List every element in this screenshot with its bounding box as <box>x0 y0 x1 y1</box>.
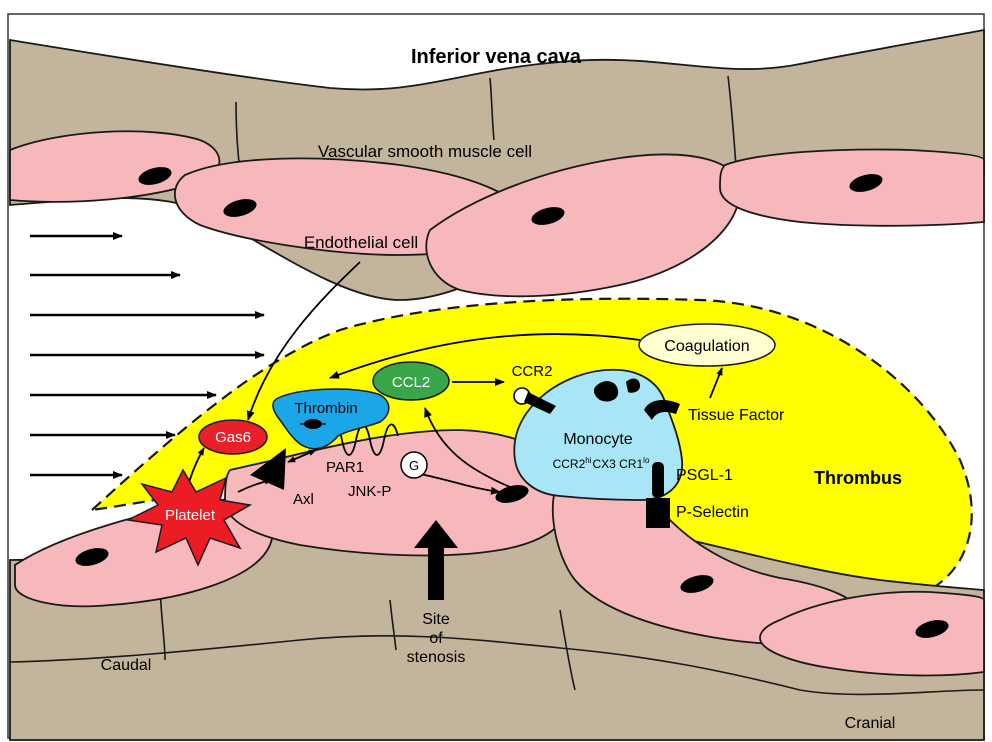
monocyte-label: Monocyte <box>563 431 632 448</box>
thrombin-label: Thrombin <box>294 400 357 417</box>
pselectin-label: P-Selectin <box>676 504 749 521</box>
endothelial-label: Endothelial cell <box>304 233 418 252</box>
tissue-factor-label: Tissue Factor <box>688 407 785 424</box>
axl-label: Axl <box>293 491 314 508</box>
vsmc-label: Vascular smooth muscle cell <box>318 142 532 161</box>
site-label-3: stenosis <box>407 649 466 666</box>
coagulation-label: Coagulation <box>664 338 749 355</box>
site-label-1: Site <box>422 611 450 628</box>
ccl2-label: CCL2 <box>392 374 430 391</box>
thrombus-label: Thrombus <box>814 468 902 488</box>
psgl1-receptor <box>652 462 664 498</box>
ccr2-label: CCR2 <box>512 363 553 380</box>
platelet-label: Platelet <box>165 507 216 524</box>
g-protein-label: G <box>409 458 419 473</box>
site-label-2: of <box>429 630 443 647</box>
caudal-label: Caudal <box>101 657 152 674</box>
par1-label: PAR1 <box>326 459 364 476</box>
jnk-label: JNK-P <box>348 483 391 500</box>
gas6-label: Gas6 <box>215 429 251 446</box>
cranial-label: Cranial <box>845 715 896 732</box>
monocyte-subtype: CCR2hiCX3 CR1lo <box>553 456 650 471</box>
psgl1-label: PSGL-1 <box>676 467 733 484</box>
pselectin-molecule <box>646 498 670 528</box>
diagram-title: Inferior vena cava <box>411 46 582 68</box>
